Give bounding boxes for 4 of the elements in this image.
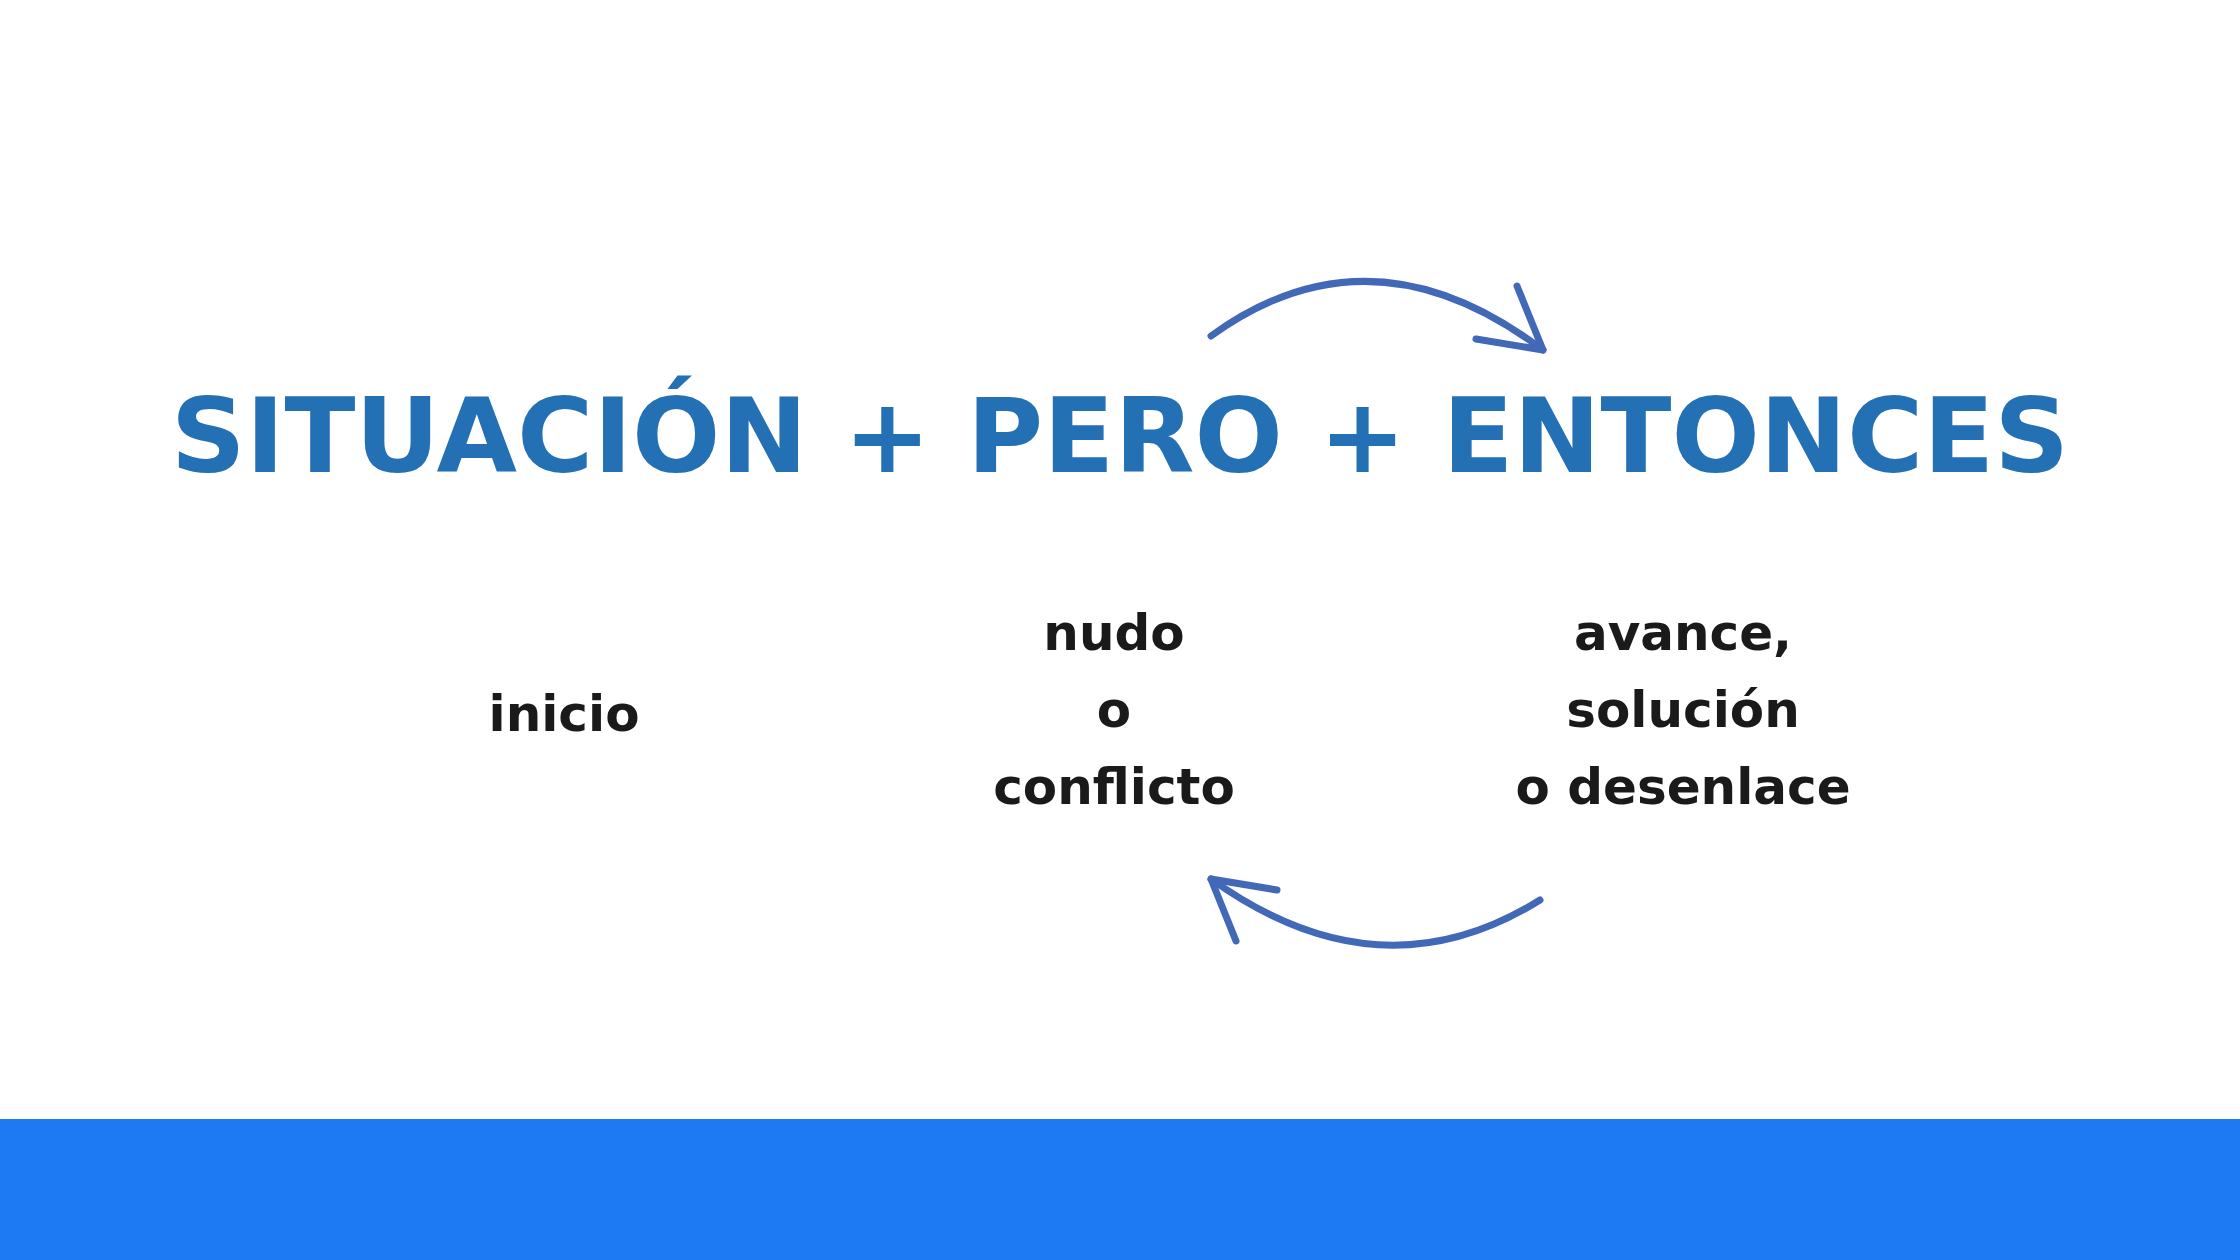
title: SITUACIÓN + PERO + ENTONCES <box>169 375 2071 497</box>
stage-label: nudo o conflicto <box>993 603 1235 818</box>
stage-label: inicio <box>488 684 640 745</box>
stage-label: avance, solución o desenlace <box>1515 603 1851 818</box>
